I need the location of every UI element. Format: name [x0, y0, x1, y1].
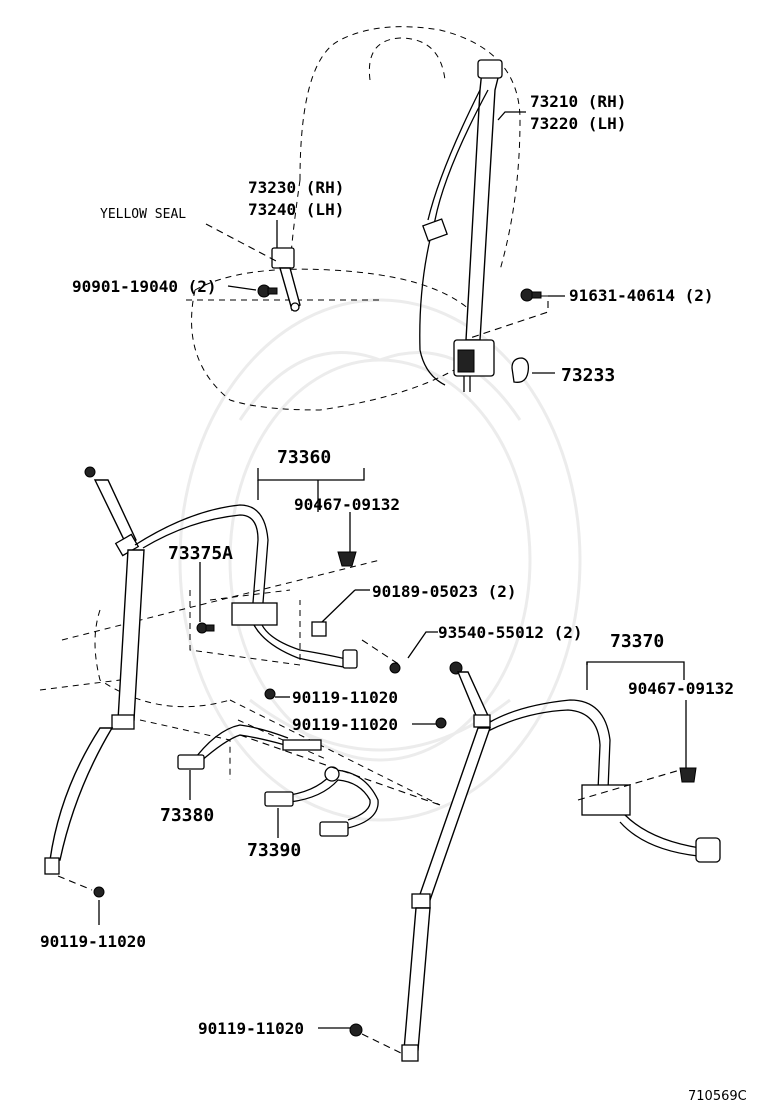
label-73233: 73233: [561, 365, 615, 386]
figure-id: 710569C: [688, 1089, 747, 1104]
cover-73233: [511, 357, 530, 383]
front-seat-belt-assembly: [419, 59, 503, 392]
label-73210: 73210 (RH): [530, 92, 626, 111]
label-93540: 93540-55012 (2): [438, 623, 583, 642]
label-73360: 73360: [277, 447, 331, 468]
clip-90189: [311, 621, 327, 637]
nut-93540: [389, 662, 401, 674]
label-73380: 73380: [160, 805, 214, 826]
label-73390: 73390: [247, 840, 301, 861]
label-90467-b: 90467-09132: [628, 679, 734, 698]
label-73220: 73220 (LH): [530, 114, 626, 133]
rear-center-belt-73360: [134, 504, 358, 669]
label-90119-b: 90119-11020: [292, 715, 398, 734]
bolt-90119-a: [264, 688, 276, 700]
label-90901: 90901-19040 (2): [72, 277, 217, 296]
label-yellow-seal: YELLOW SEAL: [100, 207, 186, 222]
anchor-90467-b: [679, 767, 697, 783]
label-90119-d: 90119-11020: [198, 1019, 304, 1038]
label-73230: 73230 (RH): [248, 178, 344, 197]
label-90119-c: 90119-11020: [40, 932, 146, 951]
rear-left-belt: [44, 466, 145, 875]
front-seat-buckle: [271, 247, 301, 312]
wire-harness-73390: [264, 766, 379, 837]
label-90467-a: 90467-09132: [294, 495, 400, 514]
label-73375a: 73375A: [168, 543, 233, 564]
bolt-90901: [257, 284, 278, 298]
bolt-90119-c: [93, 886, 105, 898]
label-90119-a: 90119-11020: [292, 688, 398, 707]
bolt-90119-d: [349, 1023, 363, 1037]
label-91631: 91631-40614 (2): [569, 286, 714, 305]
label-73240: 73240 (LH): [248, 200, 344, 219]
bolt-73375a: [196, 622, 215, 634]
label-90189: 90189-05023 (2): [372, 582, 517, 601]
bolt-90119-b: [435, 717, 447, 729]
label-73370: 73370: [610, 631, 664, 652]
rear-right-belt-73370: [401, 661, 721, 1062]
anchor-90467-a: [337, 551, 357, 567]
bolt-91631: [520, 288, 542, 302]
